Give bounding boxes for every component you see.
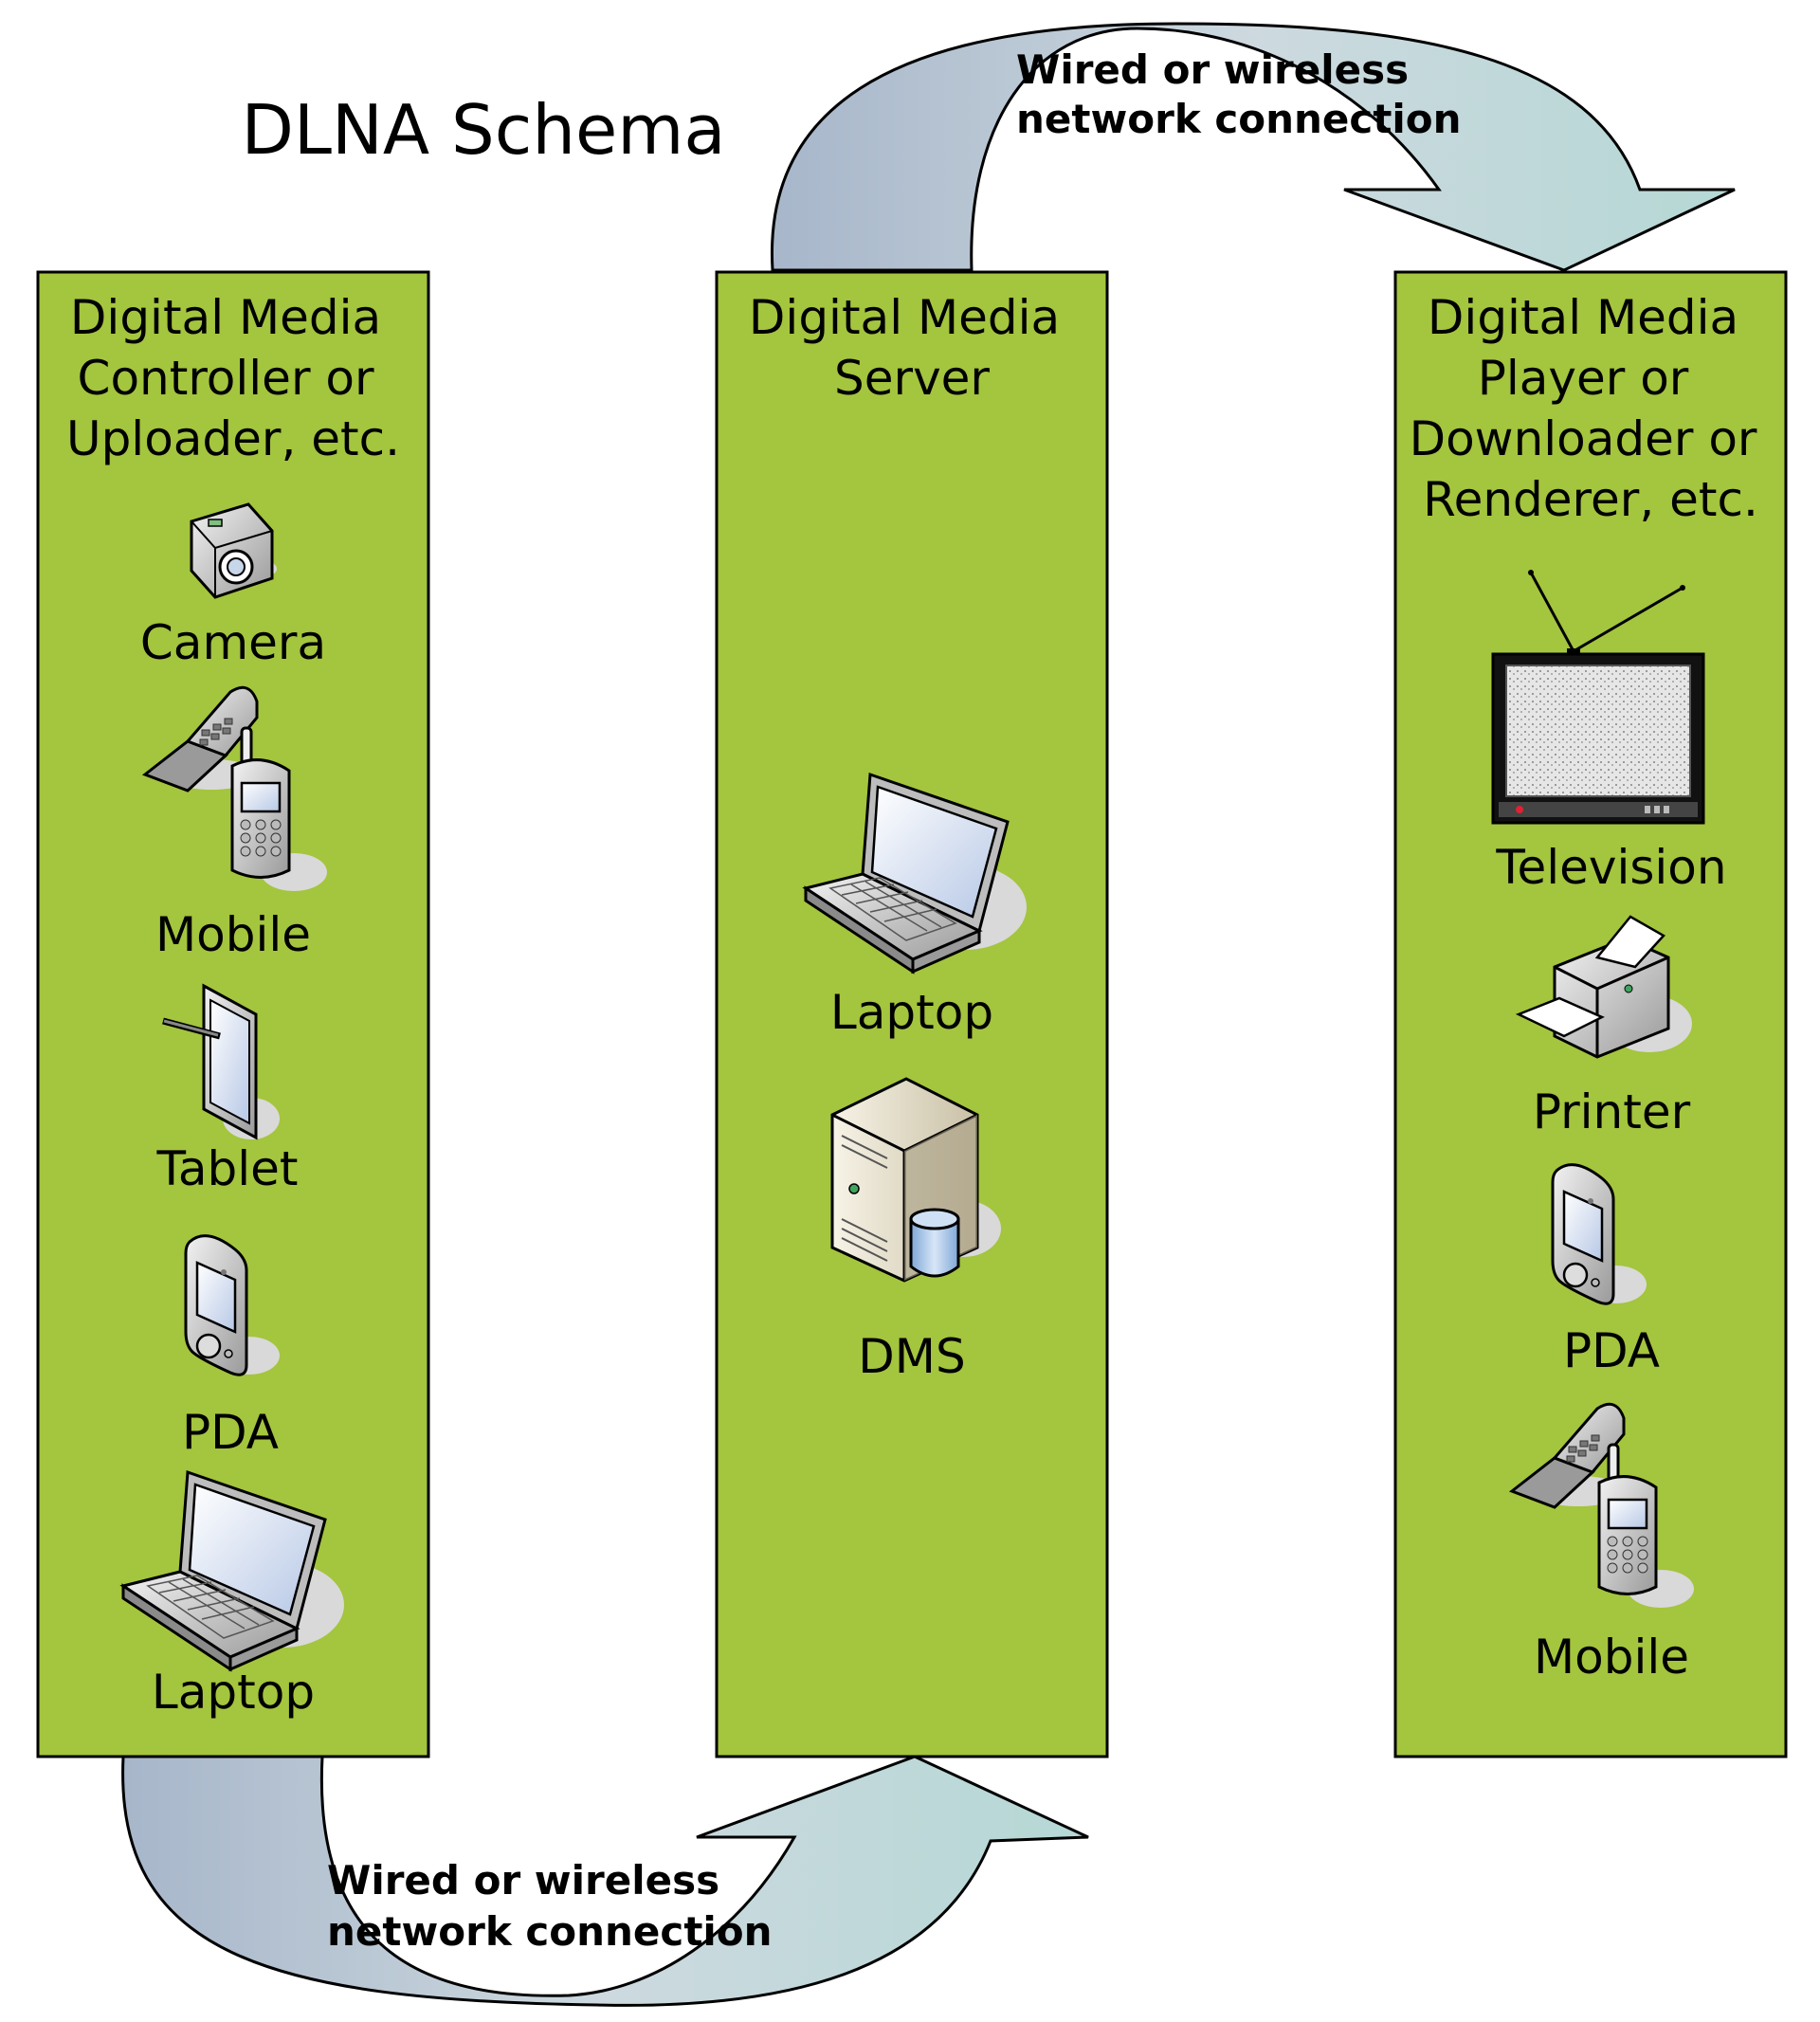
top-connection-label-line: network connection <box>1016 96 1462 142</box>
device-label-mobile: Mobile <box>1534 1630 1689 1685</box>
column-title-line: Uploader, etc. <box>66 411 400 466</box>
device-label-pda: PDA <box>1563 1323 1660 1378</box>
top-connection-label-line: Wired or wireless <box>1016 46 1409 93</box>
column-title-line: Downloader or <box>1410 411 1757 466</box>
column-title-line: Server <box>834 351 990 406</box>
column-title-line: Digital Media <box>70 290 381 345</box>
column-title-line: Controller or <box>78 351 374 406</box>
column-title-line: Player or <box>1478 351 1689 406</box>
page-title: DLNA Schema <box>241 90 725 170</box>
column-server-box <box>715 270 1109 1758</box>
device-label-printer: Printer <box>1533 1084 1691 1139</box>
bottom-connection-label-line: Wired or wireless <box>327 1857 719 1904</box>
column-title-line: Digital Media <box>1428 290 1738 345</box>
column-controller: Digital Media Controller or Uploader, et… <box>36 270 430 1758</box>
device-label-dms: DMS <box>858 1329 965 1384</box>
column-title-line: Digital Media <box>749 290 1060 345</box>
top-connection-arrow <box>770 22 1736 272</box>
top-connection-label: Wired or wireless network connection <box>1016 46 1462 142</box>
column-player-title: Digital Media Player or Downloader or Re… <box>1410 290 1773 527</box>
column-controller-title: Digital Media Controller or Uploader, et… <box>66 290 400 466</box>
bottom-connection-arrow <box>121 1755 1089 2007</box>
device-label-television: Television <box>1495 840 1726 895</box>
bottom-connection-label: Wired or wireless network connection <box>327 1857 773 1955</box>
device-label-mobile: Mobile <box>155 907 311 962</box>
column-server-title: Digital Media Server <box>749 290 1075 406</box>
column-server: Digital Media Server Laptop DMS <box>715 270 1109 1758</box>
device-label-tablet: Tablet <box>156 1141 299 1196</box>
column-player: Digital Media Player or Downloader or Re… <box>1393 270 1788 1758</box>
device-label-laptop: Laptop <box>830 985 993 1040</box>
device-label-laptop: Laptop <box>152 1665 315 1720</box>
bottom-connection-label-line: network connection <box>327 1908 773 1955</box>
device-label-pda: PDA <box>182 1405 279 1460</box>
device-label-camera: Camera <box>140 615 326 670</box>
column-title-line: Renderer, etc. <box>1423 472 1758 527</box>
